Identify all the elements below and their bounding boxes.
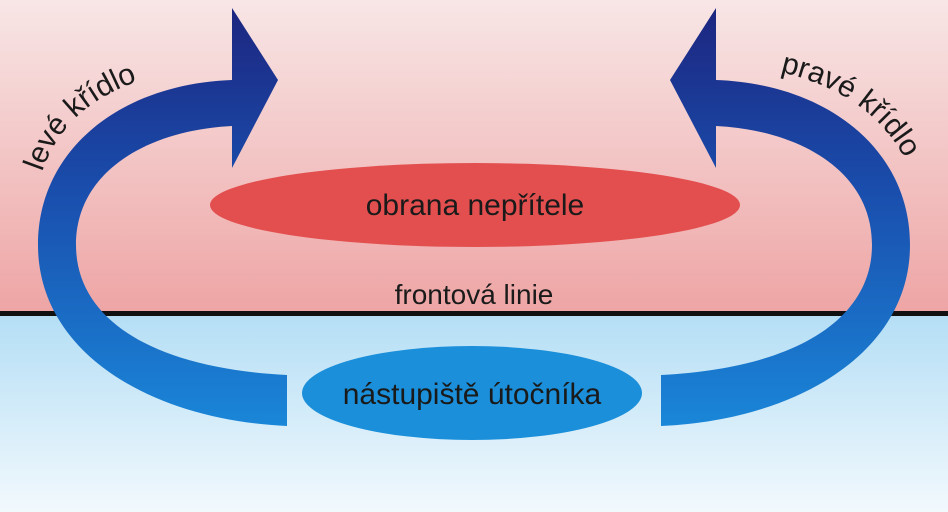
enemy-zone	[0, 0, 948, 314]
front-line	[0, 311, 948, 316]
left-wing-arrow	[38, 8, 287, 426]
right-wing-arrow	[661, 8, 910, 426]
enemy-defense-label: obrana nepřítele	[366, 189, 585, 222]
attacker-staging-ellipse	[302, 346, 642, 440]
enemy-defense-ellipse	[210, 163, 740, 247]
front-line-label: frontová linie	[395, 279, 554, 310]
attacker-staging-label: nástupiště útočníka	[343, 378, 602, 411]
